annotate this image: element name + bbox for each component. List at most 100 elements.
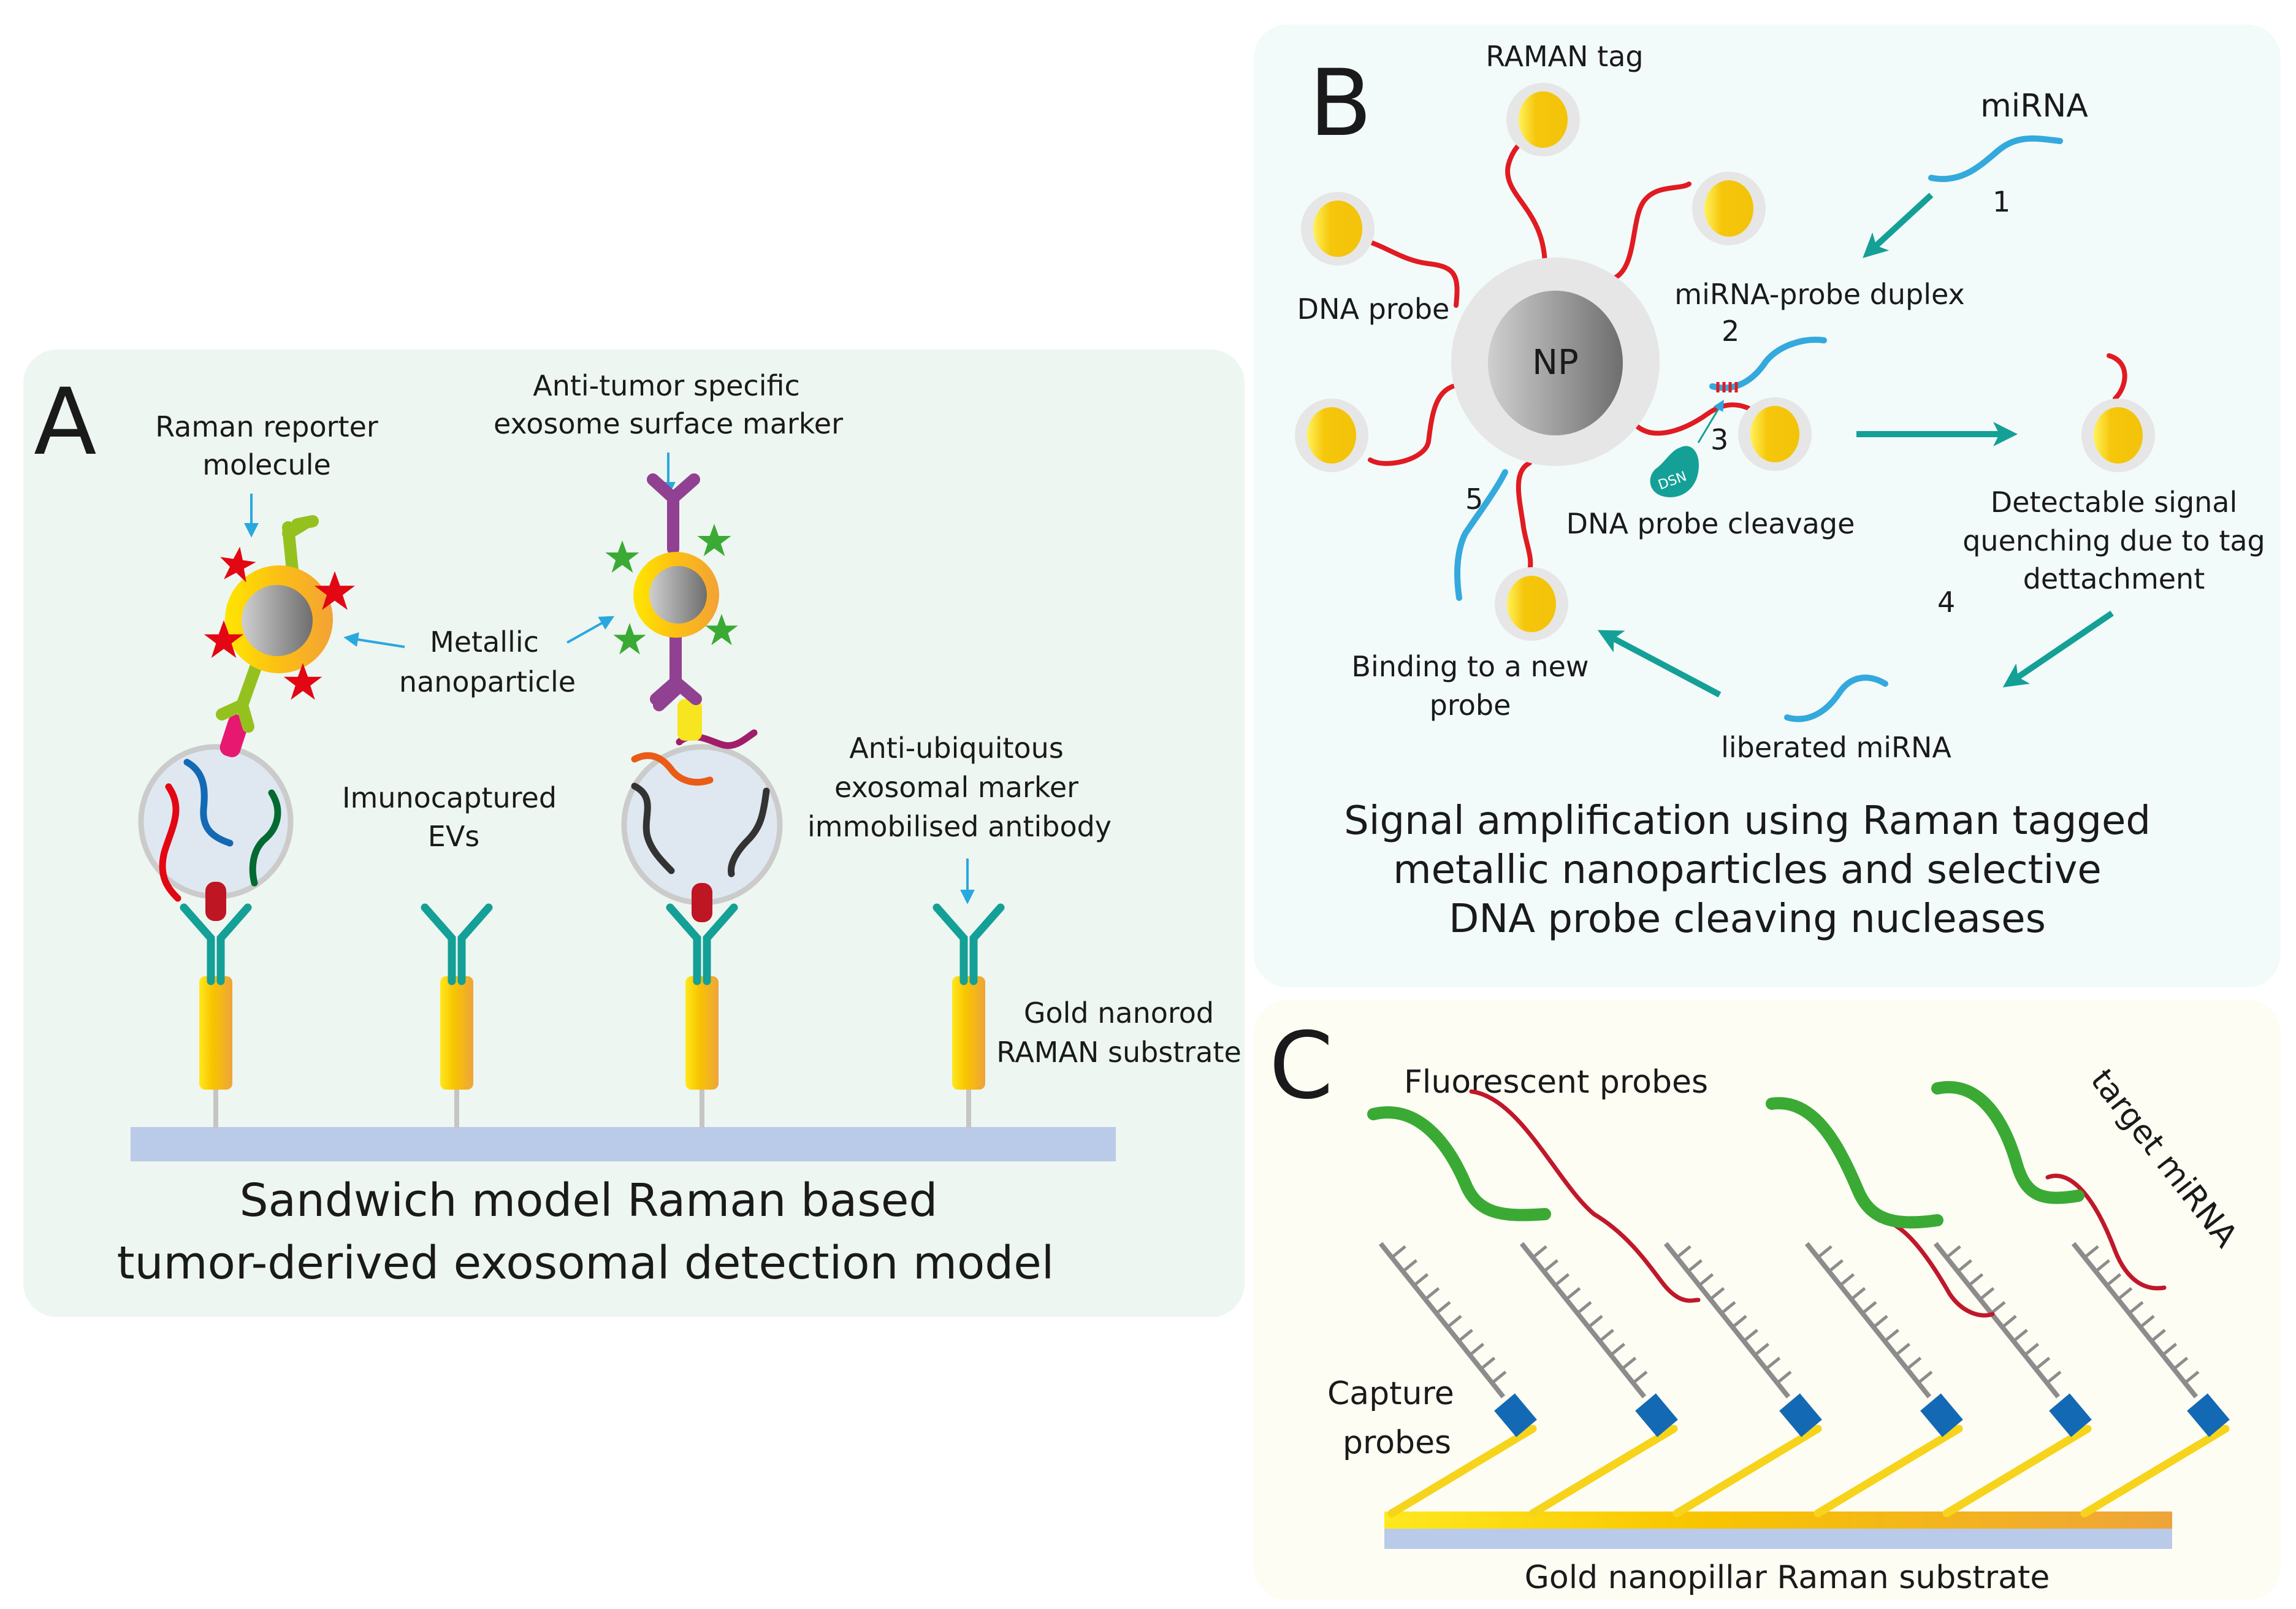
capture-probe-base-tick	[1598, 1329, 1614, 1343]
capture-probe-base-tick	[1850, 1286, 1866, 1301]
gold-nanorod-label-line1: Gold nanorod	[1024, 996, 1214, 1030]
cleaved-probe-fragment	[2107, 353, 2127, 401]
panel-c-caption: Gold nanopillar Raman substrate	[1525, 1559, 2050, 1596]
capture-probe-base-tick	[1990, 1301, 2006, 1315]
liberated-mirna-icon	[1784, 675, 1888, 722]
capture-probe-base-tick	[2046, 1370, 2062, 1385]
capture-probe-base-tick	[1917, 1370, 1933, 1385]
fluorescent-probes-label: Fluorescent probes	[1404, 1064, 1708, 1101]
probe-complexes	[1367, 1081, 2167, 1318]
capture-probe-icon	[1378, 1242, 1506, 1399]
nanorod-4	[933, 903, 1005, 1128]
nanopillar	[1387, 1424, 1537, 1518]
capture-probe-base-tick	[1587, 1315, 1603, 1329]
capture-probes-label-line1: Capture	[1327, 1375, 1454, 1412]
step-5-arrow-icon	[1597, 630, 1722, 698]
capture-probe-base-tick	[1945, 1245, 1961, 1259]
step-number-5: 5	[1465, 483, 1483, 516]
capture-probes-label-line2: probes	[1343, 1424, 1451, 1461]
step-number-2: 2	[1722, 315, 1739, 348]
step-1-arrow-icon	[1863, 193, 1934, 258]
capture-probe-base-tick	[2083, 1245, 2099, 1259]
linker-block-icon	[1779, 1393, 1822, 1437]
nanorod-columns	[180, 903, 1005, 1128]
capture-probe-base-tick	[1609, 1342, 1626, 1356]
capture-probe-base-tick	[1424, 1286, 1440, 1301]
capture-probe-base-tick	[1817, 1245, 1833, 1259]
capture-probe-base-tick	[1861, 1301, 1877, 1315]
nanorod-2	[421, 903, 493, 1128]
exosome-marker	[692, 883, 712, 922]
panel-b-caption-line2: metallic nanoparticles and selective	[1393, 847, 2101, 893]
mirna-label: miRNA	[1980, 88, 2088, 124]
capture-probe-base-tick	[1390, 1245, 1406, 1259]
capture-probe-base-tick	[2023, 1342, 2040, 1356]
linker-block-icon	[1635, 1393, 1678, 1437]
gold-bar	[1384, 1512, 2172, 1529]
capture-probe-base-tick	[1457, 1329, 1473, 1343]
anti-ubiquitous-label-line2: exosomal marker	[834, 771, 1078, 804]
nanopillar	[2080, 1424, 2230, 1518]
linker-block-icon	[1494, 1393, 1537, 1437]
capture-probe-base-tick	[1709, 1286, 1725, 1301]
raman-tag-label: RAMAN tag	[1486, 40, 1643, 73]
mirna-duplex-icon	[1709, 337, 1827, 391]
capture-probe-base-tick	[2035, 1356, 2051, 1370]
panel-c-letter: C	[1269, 1013, 1333, 1120]
raman-tag-icon	[1506, 83, 1580, 156]
quenching-label-line3: dettachment	[2023, 562, 2205, 595]
mirna-strand-orange	[631, 752, 714, 786]
nanopillar	[1672, 1424, 1822, 1518]
metallic-np-pointer-arrow-icon	[343, 632, 405, 648]
capture-probe-base-tick	[2012, 1329, 2028, 1343]
capture-antibody-icon	[180, 903, 252, 985]
anti-ubiquitous-label-line1: Anti-ubiquitous	[849, 732, 1064, 765]
capture-probe-base-tick	[1576, 1301, 1592, 1315]
linker-block-icon	[2049, 1393, 2092, 1437]
capture-antibody-icon	[666, 903, 738, 985]
linker-pink	[219, 714, 249, 757]
cycle-arrows	[1597, 193, 2114, 698]
capture-probe-base-tick	[1402, 1259, 1417, 1273]
mirna-strands-b	[1454, 135, 2063, 722]
capture-probe-base-tick	[1979, 1286, 1995, 1301]
fluorescent-probe-icon	[1931, 1081, 2084, 1204]
metallic-np-pointer-arrow-icon-2	[566, 616, 615, 644]
capture-probe-icon	[2071, 1242, 2199, 1399]
capture-probe-base-tick	[1676, 1245, 1691, 1259]
capture-probe-base-tick	[1765, 1356, 1781, 1370]
np-core: NP	[1451, 258, 1660, 466]
panel-b: B NP	[1254, 25, 2281, 987]
capture-probe-base-tick	[1883, 1329, 1899, 1343]
capture-probe-base-tick	[1956, 1259, 1972, 1273]
target-mirna-strand	[2045, 1174, 2167, 1291]
nanopillar	[1528, 1424, 1678, 1518]
nanorod-1	[180, 903, 252, 1128]
binding-mirna-icon	[1454, 469, 1508, 601]
anti-tumor-label-line2: exosome surface marker	[494, 407, 843, 440]
dna-probe-label: DNA probe	[1297, 292, 1450, 326]
metal-core	[242, 585, 313, 656]
substrate-plate-a	[131, 1127, 1116, 1161]
duplex-bonds	[1716, 382, 1738, 392]
mirna-icon	[1928, 135, 2063, 182]
cleavage-label: DNA probe cleavage	[1566, 507, 1855, 540]
capture-probe-base-tick	[1872, 1315, 1888, 1329]
nanopillar	[1814, 1424, 1963, 1518]
mirna-strand-red	[159, 783, 181, 902]
raman-tag-icon	[2081, 399, 2155, 472]
raman-tag-icon	[1301, 192, 1375, 266]
capture-antibody-icon	[933, 903, 1005, 985]
np-label: NP	[1532, 343, 1579, 383]
nanopillars	[1378, 1242, 2230, 1518]
raman-tag-icon	[1295, 399, 1368, 472]
capture-probe-base-tick	[1565, 1286, 1581, 1301]
target-mirna-strand	[1469, 1089, 1701, 1303]
capture-probe-icon	[1933, 1242, 2061, 1399]
anti-tumor-label-line1: Anti-tumor specific	[533, 369, 800, 402]
capture-probe-base-tick	[1543, 1259, 1558, 1273]
exosome-2	[621, 729, 783, 922]
capture-probe-base-tick	[2117, 1286, 2133, 1301]
panel-a-caption-line2: tumor-derived exosomal detection model	[117, 1237, 1055, 1290]
capture-probe-icon	[1519, 1242, 1647, 1399]
